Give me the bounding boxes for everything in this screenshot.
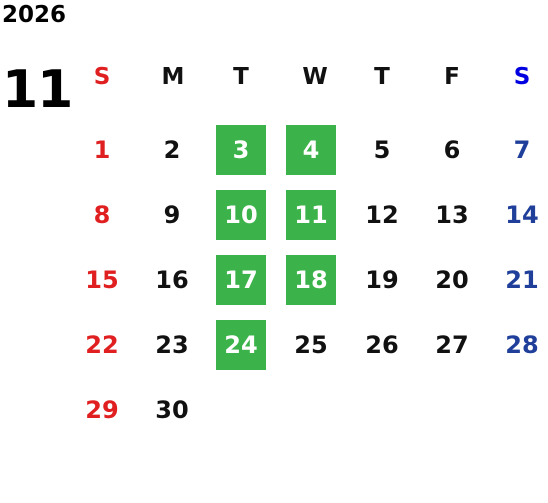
- month-label: 11: [2, 60, 73, 120]
- weekday-header-sun: S: [93, 64, 111, 90]
- day-cell[interactable]: 26: [365, 331, 399, 359]
- day-cell-highlighted[interactable]: 4: [286, 125, 336, 175]
- day-cell[interactable]: 16: [155, 266, 189, 294]
- day-cell[interactable]: 29: [85, 396, 119, 424]
- weekday-header-sat: S: [513, 64, 531, 90]
- day-cell[interactable]: 23: [155, 331, 189, 359]
- day-cell[interactable]: 8: [93, 201, 111, 229]
- day-cell[interactable]: 27: [435, 331, 469, 359]
- day-cell[interactable]: 25: [294, 331, 328, 359]
- day-cell[interactable]: 5: [373, 136, 391, 164]
- day-cell[interactable]: 9: [163, 201, 181, 229]
- day-cell[interactable]: 28: [505, 331, 539, 359]
- day-cell[interactable]: 20: [435, 266, 469, 294]
- day-cell-highlighted[interactable]: 3: [216, 125, 266, 175]
- day-cell[interactable]: 12: [365, 201, 399, 229]
- day-cell[interactable]: 7: [513, 136, 531, 164]
- day-cell[interactable]: 21: [505, 266, 539, 294]
- day-cell[interactable]: 2: [163, 136, 181, 164]
- weekday-header-tue: T: [233, 64, 249, 90]
- day-cell-highlighted[interactable]: 24: [216, 320, 266, 370]
- day-cell-highlighted[interactable]: 10: [216, 190, 266, 240]
- day-cell-highlighted[interactable]: 18: [286, 255, 336, 305]
- day-cell[interactable]: 22: [85, 331, 119, 359]
- day-cell[interactable]: 15: [85, 266, 119, 294]
- day-cell-highlighted[interactable]: 11: [286, 190, 336, 240]
- day-cell[interactable]: 6: [443, 136, 461, 164]
- weekday-header-wed: W: [302, 64, 328, 90]
- day-cell-highlighted[interactable]: 17: [216, 255, 266, 305]
- day-cell[interactable]: 19: [365, 266, 399, 294]
- day-cell[interactable]: 1: [93, 136, 111, 164]
- weekday-header-thu: T: [374, 64, 390, 90]
- weekday-header-fri: F: [444, 64, 460, 90]
- day-cell[interactable]: 14: [505, 201, 539, 229]
- day-cell[interactable]: 13: [435, 201, 469, 229]
- weekday-header-mon: M: [161, 64, 185, 90]
- year-label: 2026: [2, 2, 67, 28]
- day-cell[interactable]: 30: [155, 396, 189, 424]
